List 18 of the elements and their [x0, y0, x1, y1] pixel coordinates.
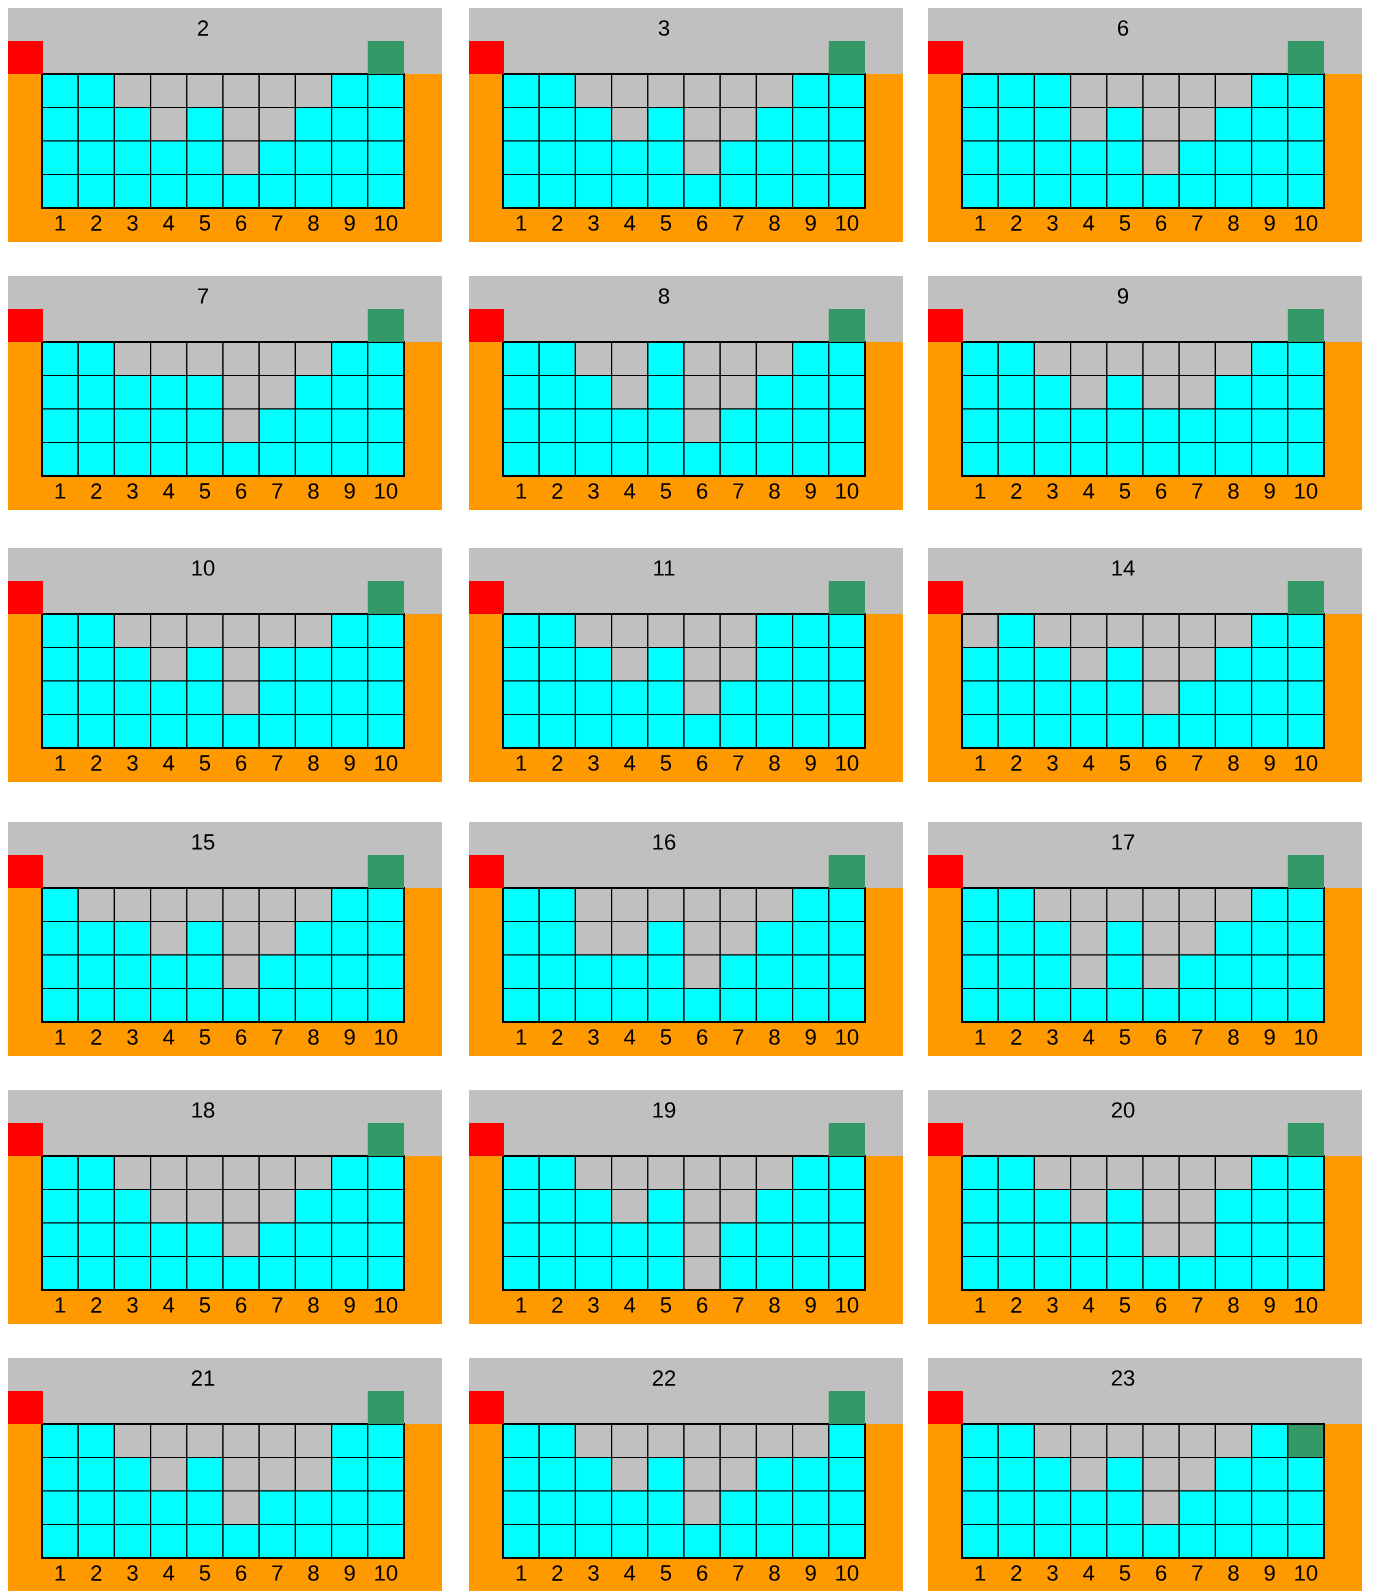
panel-title: 10: [192, 560, 215, 576]
panel-title: 22: [652, 1370, 676, 1386]
panel-title: 17: [1112, 834, 1135, 850]
panel-title: 21: [191, 1370, 215, 1386]
panel-title: 6: [1118, 20, 1129, 36]
panel-title: 7: [198, 288, 208, 304]
panel-title: 14: [1112, 560, 1135, 576]
panel-title: 20: [1111, 1102, 1135, 1118]
panel-title: 9: [1117, 288, 1129, 304]
panel-title: 15: [192, 834, 215, 850]
panel-title: 19: [653, 1102, 676, 1118]
panel-title: 23: [1111, 1370, 1135, 1386]
panel-title: 16: [653, 834, 676, 850]
panel-title: 2: [198, 20, 208, 36]
panel-title: 8: [658, 288, 670, 304]
panel-title: 11: [654, 560, 675, 576]
panel-title: 18: [192, 1102, 215, 1118]
panel-title: 3: [658, 20, 670, 36]
